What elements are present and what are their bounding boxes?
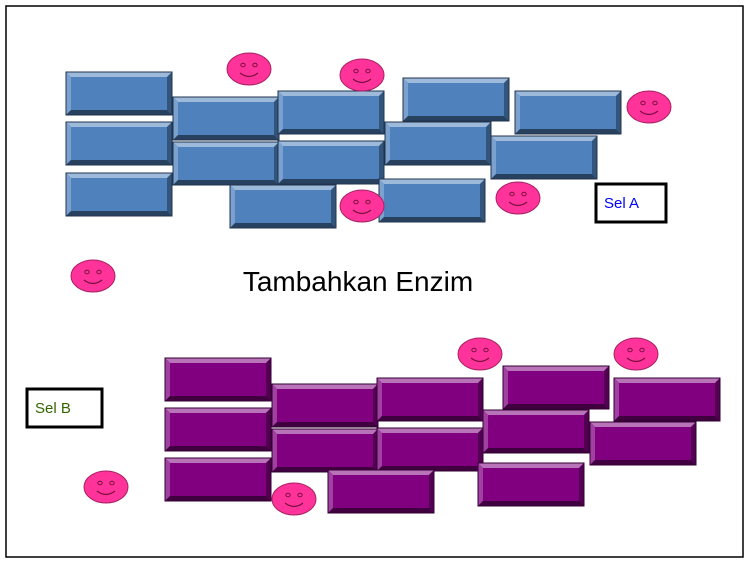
- cell-b-bricks: [164, 357, 721, 514]
- cell-a-brick: [65, 172, 173, 217]
- cell-a-brick: [378, 178, 486, 223]
- cell-b-brick: [589, 421, 697, 466]
- cell-a-brick: [172, 96, 280, 141]
- cell-b-label-box: Sel B: [25, 387, 104, 429]
- cell-b-enzyme-smiley: [457, 337, 503, 371]
- cell-a-brick: [490, 135, 598, 180]
- cell-b-enzyme-smiley: [613, 337, 659, 371]
- title-text: Tambahkan Enzim: [243, 266, 473, 297]
- cell-b-brick: [613, 377, 721, 422]
- cell-a-brick: [229, 184, 337, 229]
- cell-a-brick: [65, 71, 173, 116]
- cell-a-enzyme-smiley: [339, 189, 385, 223]
- cell-b-enzyme-smiley: [83, 470, 129, 504]
- cell-a-brick: [514, 90, 622, 135]
- cell-b-brick: [271, 428, 379, 473]
- cell-a-brick: [65, 121, 173, 166]
- cell-a-brick: [277, 90, 385, 135]
- cell-a-enzyme-smiley: [226, 52, 272, 86]
- cell-b-label: Sel B: [35, 400, 71, 417]
- cell-b-brick: [164, 407, 272, 452]
- enzyme-smileys: [70, 52, 672, 516]
- cell-b-brick: [164, 357, 272, 402]
- cell-a-brick: [172, 141, 280, 186]
- cell-b-brick: [271, 383, 379, 428]
- cell-a-label: Sel A: [604, 195, 639, 212]
- cell-a-enzyme-smiley: [339, 58, 385, 92]
- cell-a-label-box: Sel A: [594, 182, 668, 224]
- cell-a-brick: [384, 121, 492, 166]
- cell-a-enzyme-smiley: [626, 90, 672, 124]
- cell-b-brick: [502, 365, 610, 410]
- cell-a-bricks: [65, 71, 622, 229]
- cell-b-brick: [376, 377, 484, 422]
- cell-b-brick: [164, 457, 272, 502]
- cell-b-enzyme-smiley: [271, 482, 317, 516]
- cell-b-brick: [327, 469, 435, 514]
- cell-b-brick: [376, 427, 484, 472]
- cell-a-brick: [402, 77, 510, 122]
- cell-b-brick: [482, 409, 590, 454]
- cell-a-brick: [277, 140, 385, 185]
- cell-b-brick: [477, 462, 585, 507]
- cell-a-enzyme-smiley: [495, 181, 541, 215]
- free-enzyme-smiley: [70, 259, 116, 293]
